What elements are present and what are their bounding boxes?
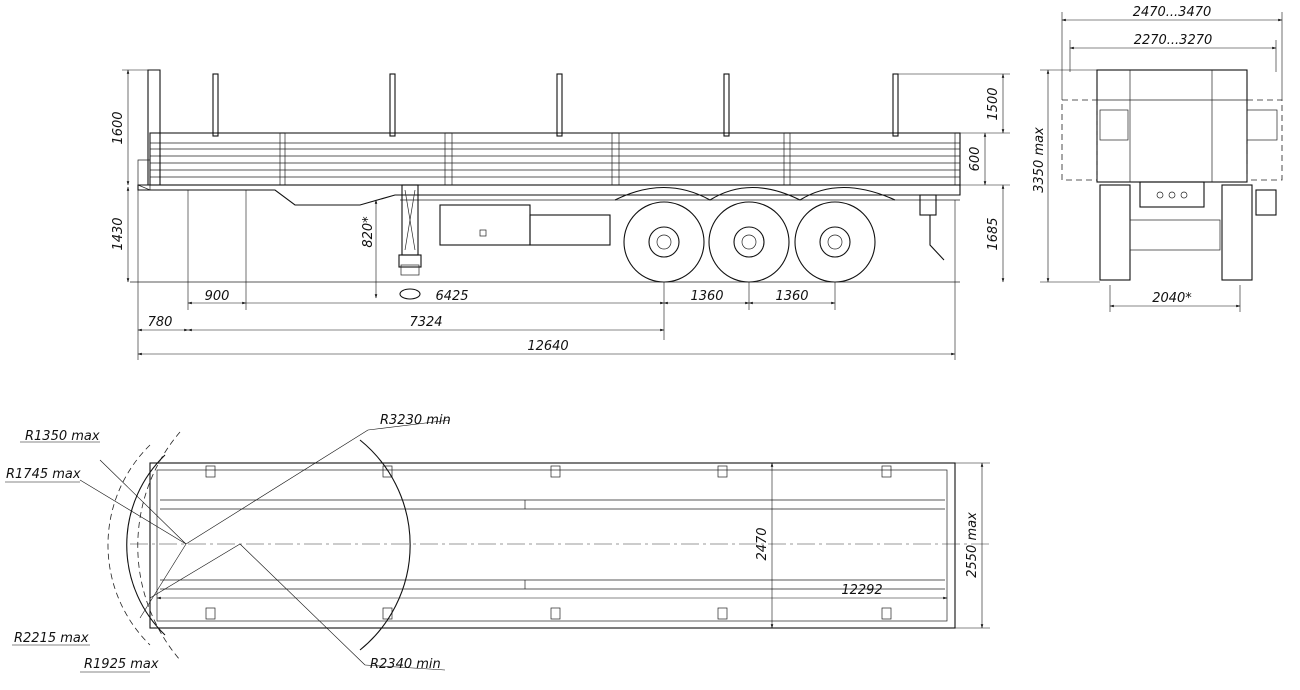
side-boards	[149, 132, 961, 186]
stakes	[212, 73, 899, 137]
dim-kingpin-offset: 900	[205, 289, 230, 304]
dim-r-rear-2: R1925 max	[84, 657, 159, 672]
rear-bumper	[919, 194, 945, 261]
dim-wheelbase: 7324	[409, 315, 442, 330]
tool-box	[439, 204, 611, 246]
dim-r-rear-1: R2215 max	[14, 631, 89, 646]
dim-track: 2040*	[1152, 291, 1192, 306]
rear-dimensions: 2470...3470 2270...3270 3350 max 2040*	[1032, 5, 1283, 312]
dim-deck-height: 1430	[111, 217, 126, 250]
dim-width-range-inner: 2270...3270	[1134, 33, 1213, 48]
side-dimensions: 1600 1430 820* 1500 600 1685 900	[111, 69, 1010, 360]
dim-height-max: 3350 max	[1032, 127, 1047, 193]
dim-side-board: 600	[968, 147, 983, 172]
dim-axle-spacing-2: 1360	[775, 289, 808, 304]
top-dimensions: R3230 min R1350 max R1745 max R2215 max …	[5, 413, 990, 673]
chassis-frame	[137, 184, 961, 206]
side-view: 1600 1430 820* 1500 600 1685 900	[111, 69, 1010, 360]
dim-r-front-2: R1745 max	[6, 467, 81, 482]
dim-coupling-height: 1685	[986, 217, 1001, 250]
dim-overall-width: 2550 max	[965, 512, 980, 578]
rear-body	[1061, 69, 1283, 281]
rear-view: 2470...3470 2270...3270 3350 max 2040*	[1032, 5, 1283, 312]
dim-axle-spacing-1: 1360	[690, 289, 723, 304]
dim-kingpin-to-axle: 6425	[435, 289, 468, 304]
dim-overall-length: 12640	[527, 339, 568, 354]
dim-r-inner-min: R2340 min	[370, 657, 441, 672]
dim-leg-height: 820*	[361, 216, 376, 248]
top-view: R3230 min R1350 max R1745 max R2215 max …	[5, 413, 990, 673]
dim-width-range-outer: 2470...3470	[1133, 5, 1212, 20]
dim-r-front-1: R1350 max	[25, 429, 100, 444]
landing-gear	[398, 184, 422, 300]
dim-post-height: 1600	[111, 111, 126, 144]
turning-arcs	[79, 429, 411, 666]
dim-r-turn-min: R3230 min	[380, 413, 451, 428]
dim-platform-length: 12292	[841, 583, 882, 598]
wheels	[614, 186, 896, 283]
dim-inner-width: 2470	[755, 527, 770, 560]
dim-front-overhang: 780	[148, 315, 173, 330]
front-wall	[137, 69, 161, 191]
dim-stake-height: 1500	[986, 87, 1001, 120]
platform-outline	[130, 462, 990, 629]
